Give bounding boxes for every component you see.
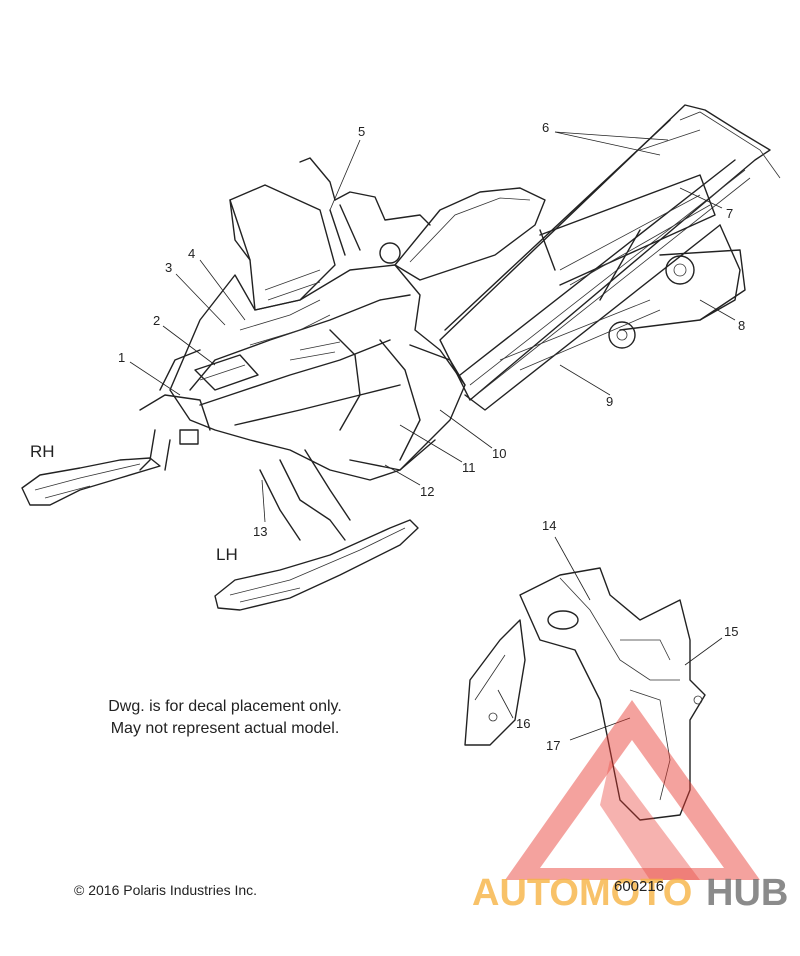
front-suspension — [139, 429, 351, 541]
callout-17: 17 — [546, 738, 560, 753]
callout-labels: 1 2 3 4 5 6 7 8 9 10 11 12 13 14 15 16 1… — [118, 120, 745, 753]
hood-body — [139, 184, 466, 481]
side-panel-detail — [464, 567, 706, 821]
callout-4: 4 — [188, 246, 195, 261]
callout-8: 8 — [738, 318, 745, 333]
callout-14: 14 — [542, 518, 556, 533]
lh-label: LH — [216, 545, 238, 564]
watermark-text-hub: HUB — [706, 872, 788, 914]
callout-3: 3 — [165, 260, 172, 275]
left-ski — [214, 519, 419, 611]
callout-2: 2 — [153, 313, 160, 328]
callout-10: 10 — [492, 446, 506, 461]
callout-7: 7 — [726, 206, 733, 221]
callout-11: 11 — [462, 460, 476, 475]
seat — [394, 187, 546, 281]
rh-label: RH — [30, 442, 55, 461]
watermark-text-automoto: AUTOMOTO — [472, 872, 692, 914]
callout-6: 6 — [542, 120, 549, 135]
callout-13: 13 — [253, 524, 267, 539]
callout-9: 9 — [606, 394, 613, 409]
callout-5: 5 — [358, 124, 365, 139]
watermark-logo: AUTOMOTO HUB — [472, 700, 788, 914]
note-line-2: May not represent actual model. — [110, 720, 340, 737]
callout-12: 12 — [420, 484, 434, 499]
right-ski — [21, 457, 161, 506]
tunnel-assembly — [439, 104, 781, 411]
callout-15: 15 — [724, 624, 738, 639]
note-line-1: Dwg. is for decal placement only. — [108, 698, 342, 715]
copyright-text: © 2016 Polaris Industries Inc. — [74, 882, 258, 898]
triangle-logo-icon — [505, 700, 760, 880]
leader-lines — [129, 131, 736, 741]
callout-16: 16 — [516, 716, 530, 731]
drawing-number: 600216 — [614, 878, 665, 895]
placement-note: Dwg. is for decal placement only. May no… — [70, 696, 380, 740]
callout-1: 1 — [118, 350, 125, 365]
handlebar — [299, 157, 431, 264]
